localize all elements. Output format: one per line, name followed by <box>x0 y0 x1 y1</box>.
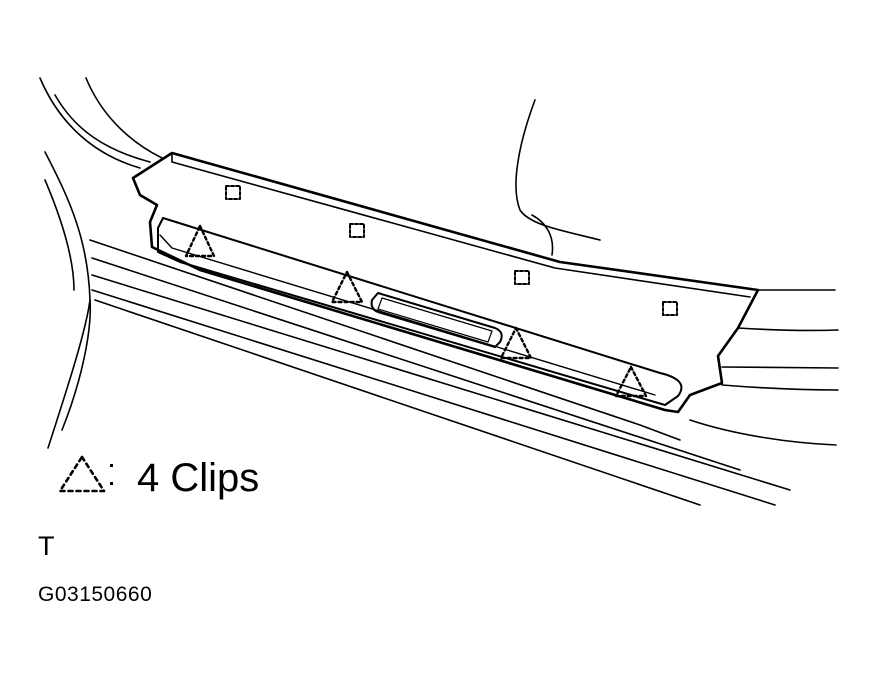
scuff-plate-top-edge <box>171 152 751 298</box>
scuff-plate-nameplate-inner <box>377 297 493 343</box>
square-clip-2 <box>349 223 365 238</box>
square-clip-4 <box>662 301 678 316</box>
triangle-clips <box>184 224 648 398</box>
dotted-triangle-clip-icon <box>58 455 106 493</box>
scuff-plate <box>131 151 760 414</box>
scuff-plate-outline <box>131 151 760 414</box>
sill-line-2 <box>91 257 741 471</box>
sill-line-1 <box>89 239 681 441</box>
triangle-clip-3 <box>499 326 533 360</box>
sill-line-3 <box>91 274 791 491</box>
scuff-plate-panel-bottom <box>159 234 656 396</box>
view-code-label: T <box>38 531 55 561</box>
triangle-clip-2 <box>330 270 364 304</box>
legend-separator-dots <box>110 464 113 485</box>
square-clip-1 <box>225 185 241 200</box>
square-clips <box>225 185 678 316</box>
triangle-clip-1 <box>184 224 216 258</box>
pillar-line-base <box>61 299 92 431</box>
floor-line-3 <box>721 366 839 369</box>
floor-line-5 <box>689 419 837 446</box>
sill-line-5 <box>94 299 701 506</box>
triangle-clip-4 <box>614 365 648 398</box>
door-opening-curve-outer <box>39 77 141 169</box>
figure-code-label: G03150660 <box>38 583 153 606</box>
square-clip-3 <box>514 270 530 285</box>
sill-line-4 <box>91 289 776 506</box>
seat-lower-outline <box>531 214 554 256</box>
scuff-plate-inner-panel <box>157 217 683 406</box>
floor-line-2 <box>737 327 839 332</box>
vehicle-body-lines <box>39 77 839 506</box>
seat-outline <box>515 99 601 241</box>
door-opening-curve-top <box>54 94 151 163</box>
door-opening-curve-inner <box>85 77 163 159</box>
scuff-plate-nameplate-slot <box>370 292 503 348</box>
pillar-line-inner <box>44 179 75 291</box>
floor-line-4 <box>721 384 839 391</box>
legend-label: 4 Clips <box>137 456 260 500</box>
